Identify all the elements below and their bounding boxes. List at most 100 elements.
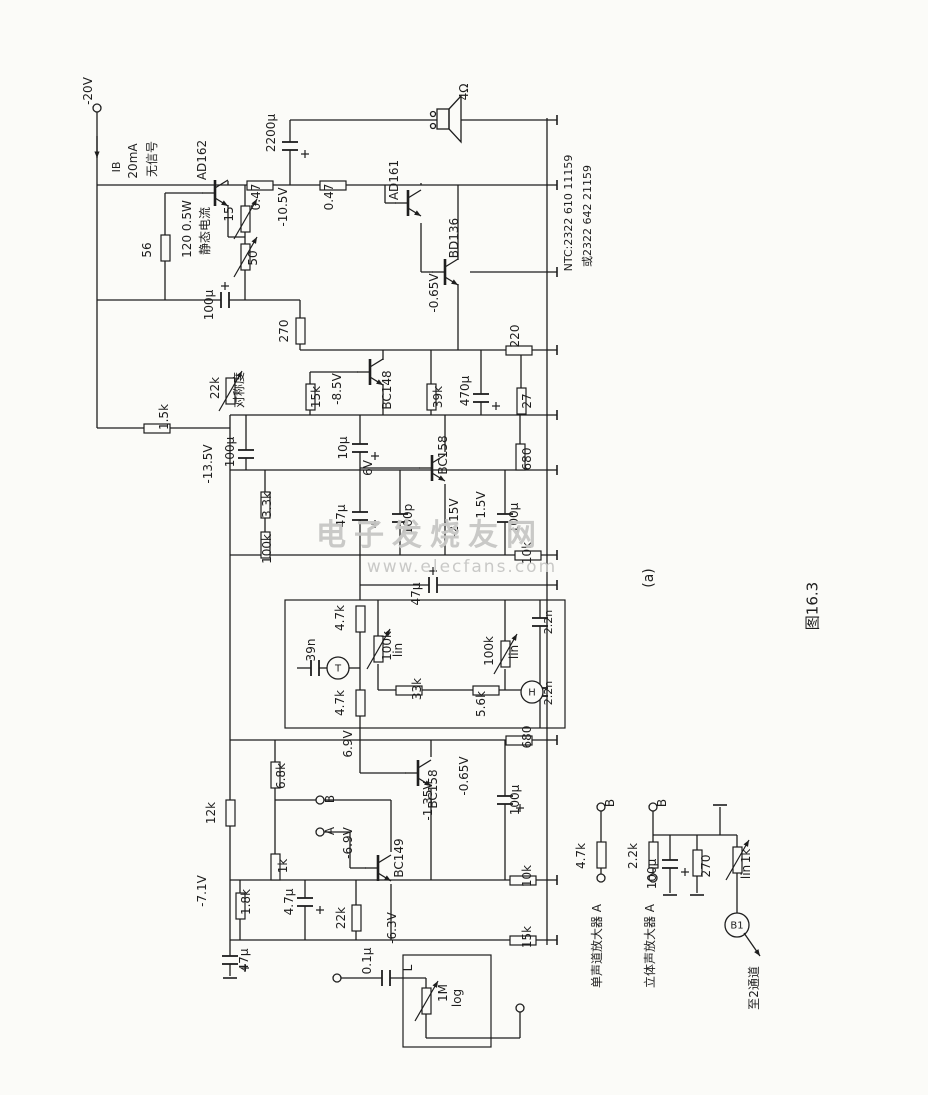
- resistor-symbol: [160, 234, 171, 262]
- pot-circle-outline: [724, 912, 750, 938]
- schematic-label: -2.15V: [447, 498, 461, 538]
- emitter-arrowhead: [384, 875, 391, 881]
- resistor-body: [143, 423, 171, 434]
- transistor-symbol: [405, 759, 432, 787]
- schematic-label: 100μ: [508, 784, 522, 815]
- terminal-dot: [429, 110, 437, 118]
- schematic-label: -6.9V: [341, 826, 355, 858]
- terminal-circle: [332, 973, 342, 983]
- ground-terminal: [547, 180, 558, 190]
- transistor-collector: [417, 759, 432, 769]
- resistor-body: [355, 689, 366, 717]
- terminal-circle: [429, 110, 437, 118]
- schematic-label: A: [323, 826, 337, 835]
- emitter-arrowhead: [451, 279, 458, 285]
- schematic-label: 33k: [410, 678, 424, 700]
- schematic-label: 100μ: [645, 858, 659, 889]
- schematic-label: 47μ: [409, 582, 423, 605]
- wiper-arrow: [725, 839, 750, 881]
- resistor-symbol: [260, 531, 271, 559]
- resistor-symbol: [260, 491, 271, 519]
- potentiometer-circle: T: [326, 656, 350, 680]
- schematic-label: -8.5V: [330, 372, 344, 404]
- transistor-symbol: [395, 189, 422, 217]
- schematic-label: 220: [508, 325, 522, 348]
- potentiometer-symbol: [233, 236, 258, 278]
- schematic-label: 1k: [739, 849, 753, 864]
- resistor-body: [472, 685, 500, 696]
- arrow-head: [754, 949, 760, 956]
- resistor-symbol: [225, 799, 236, 827]
- resistor-symbol: [319, 180, 347, 191]
- schematic-label: 3.3k: [260, 492, 274, 518]
- wiper-arrowhead: [511, 634, 517, 641]
- schematic-label: 39k: [431, 386, 445, 408]
- resistor-body: [270, 761, 281, 789]
- resistor-symbol: [270, 761, 281, 789]
- ground-terminal: [547, 735, 558, 745]
- transistor-symbol: [419, 454, 446, 482]
- wiper-arrowhead: [236, 371, 242, 378]
- schematic-label: 50: [246, 250, 260, 265]
- resistor-body: [426, 383, 437, 411]
- schematic-label: 单声道放大器 A: [589, 903, 604, 988]
- schematic-label: 10k: [520, 542, 534, 564]
- schematic-label: 680: [520, 448, 534, 471]
- resistor-symbol: [505, 735, 533, 746]
- resistor-body: [260, 531, 271, 559]
- schematic-label: 10k: [520, 865, 534, 887]
- schematic-label: -6.3V: [385, 911, 399, 943]
- schematic-label: 100k: [482, 636, 496, 666]
- resistor-symbol: [692, 849, 703, 877]
- schematic-label: 100p: [401, 504, 415, 535]
- terminal-dot: [315, 795, 325, 805]
- resistor-symbol: [235, 892, 246, 920]
- resistor-body: [355, 605, 366, 633]
- resistor-body: [509, 935, 537, 946]
- capacitor-symbol: [497, 795, 524, 812]
- speaker-body: [436, 108, 450, 130]
- schematic-label: 6.8k: [274, 763, 288, 789]
- terminal-circle: [429, 122, 437, 130]
- pot-circle-letter: T: [334, 664, 342, 675]
- wiper-arrow: [366, 628, 391, 670]
- terminal-circle: [515, 1003, 525, 1013]
- schematic-label: 100k: [380, 631, 394, 661]
- schematic-label: -13.5V: [201, 444, 215, 484]
- capacitor-symbol: [428, 567, 438, 593]
- resistor-body: [260, 491, 271, 519]
- terminal-circle: [596, 802, 606, 812]
- schematic-label: 对称度: [231, 372, 246, 408]
- schematic-label: 47μ: [237, 948, 251, 971]
- potentiometer-symbol: [233, 198, 258, 240]
- schematic-label: B: [603, 799, 617, 807]
- resistor-symbol: [509, 875, 537, 886]
- schematic-label: L: [401, 964, 415, 971]
- schematic-label: lin: [507, 645, 521, 659]
- resistor-symbol: [355, 605, 366, 633]
- resistor-body: [648, 841, 659, 869]
- emitter-arrowhead: [376, 379, 383, 385]
- schematic-label: BC158: [426, 769, 440, 808]
- schematic-label: 22k: [208, 377, 222, 399]
- wiper-arrow: [233, 236, 258, 278]
- panel-label: (a): [641, 568, 657, 588]
- schematic-label: 6V: [361, 459, 375, 476]
- schematic-label: 100μ: [507, 502, 521, 533]
- ground-terminal: [547, 935, 558, 945]
- ground-terminal: [547, 875, 558, 885]
- resistor-body: [225, 799, 236, 827]
- schematic-label: 1k: [276, 859, 290, 874]
- terminal-dot: [332, 973, 342, 983]
- resistor-body: [692, 849, 703, 877]
- wiper-arrow: [218, 370, 243, 412]
- section-frame: [402, 954, 492, 1048]
- resistor-symbol: [648, 841, 659, 869]
- schematic-label: 47μ: [334, 504, 348, 527]
- terminal-dot: [315, 827, 325, 837]
- resistor-symbol: [143, 423, 171, 434]
- transistor-collector: [214, 179, 229, 189]
- schematic-label: 15k: [309, 386, 323, 408]
- schematic-label: 100μ: [202, 289, 216, 320]
- schematic-label: 2.2n: [542, 681, 555, 705]
